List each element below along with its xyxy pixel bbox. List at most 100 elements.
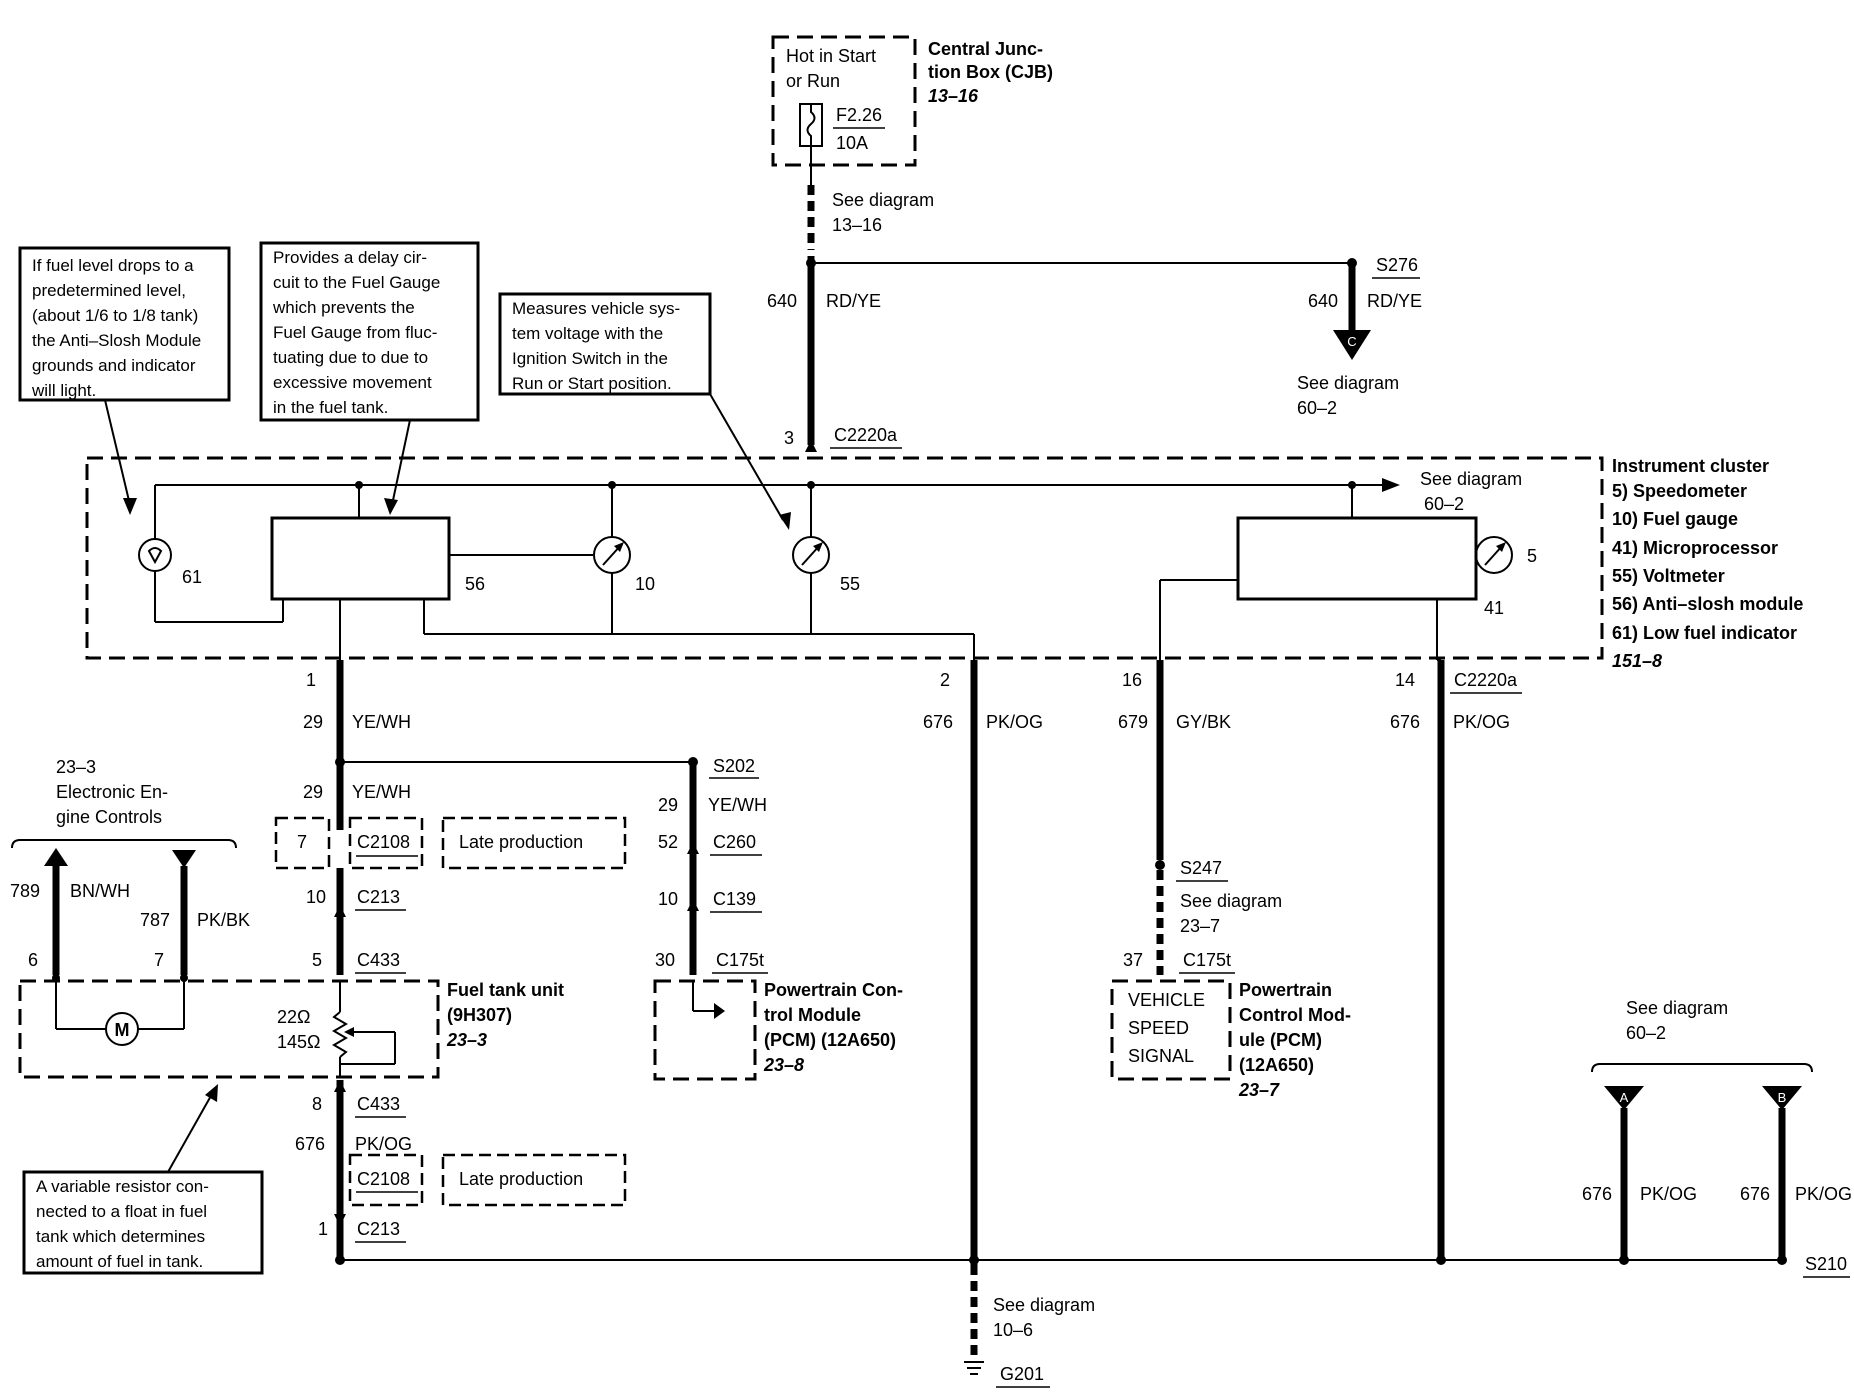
c175t-right: C175t <box>1183 950 1231 970</box>
svg-text:cuit to the Fuel Gauge: cuit to the Fuel Gauge <box>273 273 440 292</box>
num-41: 41 <box>1484 598 1504 618</box>
svg-text:amount of fuel in tank.: amount of fuel in tank. <box>36 1252 203 1271</box>
svg-text:Powertrain: Powertrain <box>1239 980 1332 1000</box>
anti-slosh-module <box>270 516 451 601</box>
svg-text:(about 1/6 to 1/8 tank): (about 1/6 to 1/8 tank) <box>32 306 198 325</box>
wire-29b-circuit: 29 <box>303 782 323 802</box>
eec-line2: Electronic En- <box>56 782 168 802</box>
pcm-module-right: VEHICLE SPEED SIGNAL Powertrain Control … <box>1110 979 1351 1100</box>
svg-text:ule (PCM): ule (PCM) <box>1239 1030 1322 1050</box>
wire-10: 10 <box>658 889 678 909</box>
svg-text:excessive movement: excessive movement <box>273 373 432 392</box>
svg-text:the Anti–Slosh Module: the Anti–Slosh Module <box>32 331 201 350</box>
eec-line3: gine Controls <box>56 807 162 827</box>
fuel-tank-ref: 23–3 <box>446 1030 487 1050</box>
c2220a-top-pin: 3 <box>784 428 794 448</box>
wire-52: 52 <box>658 832 678 852</box>
wire-676-left-circuit: 676 <box>295 1134 325 1154</box>
svg-text:tem voltage with the: tem voltage with the <box>512 324 663 343</box>
wire-29b-color: YE/WH <box>352 782 411 802</box>
c2220a-bottom-label: C2220a <box>1454 670 1518 690</box>
s247-see-line1: See diagram <box>1180 891 1282 911</box>
svg-text:Ignition Switch in the: Ignition Switch in the <box>512 349 668 368</box>
svg-text:Provides a delay cir-: Provides a delay cir- <box>273 248 427 267</box>
svg-text:tank which determines: tank which determines <box>36 1227 205 1246</box>
svg-text:SPEED: SPEED <box>1128 1018 1189 1038</box>
late-production-lower: Late production <box>459 1169 583 1189</box>
ground-see-line2: 10–6 <box>993 1320 1033 1340</box>
c213-bot: C213 <box>357 1219 400 1239</box>
svg-text:(12A650): (12A650) <box>1239 1055 1314 1075</box>
wire-29-pcm-color: YE/WH <box>708 795 767 815</box>
connector-a <box>1604 1086 1644 1110</box>
fuse-id: F2.26 <box>836 105 882 125</box>
connector-c-letter: C <box>1347 334 1356 349</box>
low-fuel-indicator-icon <box>138 538 172 572</box>
s202-label: S202 <box>713 756 755 776</box>
svg-text:23–8: 23–8 <box>763 1055 804 1075</box>
svg-text:Powertrain Con-: Powertrain Con- <box>764 980 903 1000</box>
wire-640-color: RD/YE <box>826 291 881 311</box>
fuel-pin-6: 6 <box>28 950 38 970</box>
svg-text:Fuel Gauge from fluc-: Fuel Gauge from fluc- <box>273 323 437 342</box>
fuse-rating: 10A <box>836 133 868 153</box>
s276-see-line1: See diagram <box>1297 373 1399 393</box>
num-55: 55 <box>840 574 860 594</box>
wire-29-circuit: 29 <box>303 712 323 732</box>
svg-text:tuating due to due to: tuating due to due to <box>273 348 428 367</box>
s276-label: S276 <box>1376 255 1418 275</box>
note-voltmeter: Measures vehicle sys- tem voltage with t… <box>498 292 712 396</box>
note-delay-circuit: Provides a delay cir- cuit to the Fuel G… <box>259 241 480 422</box>
svg-text:VEHICLE: VEHICLE <box>1128 990 1205 1010</box>
right-see-line2: 60–2 <box>1626 1023 1666 1043</box>
wire-789-color: BN/WH <box>70 881 130 901</box>
s276-wire-circuit: 640 <box>1308 291 1338 311</box>
s276-see-line2: 60–2 <box>1297 398 1337 418</box>
svg-text:151–8: 151–8 <box>1612 651 1662 671</box>
svg-text:If fuel level drops to a: If fuel level drops to a <box>32 256 194 275</box>
cjb-hot-line1: Hot in Start <box>786 46 876 66</box>
c213-top: C213 <box>357 887 400 907</box>
resistor-145: 145Ω <box>277 1032 321 1052</box>
pin-2: 2 <box>940 670 950 690</box>
g201-label: G201 <box>1000 1364 1044 1384</box>
fuel-tank-title-1: Fuel tank unit <box>447 980 564 1000</box>
wire-679-circuit: 679 <box>1118 712 1148 732</box>
c213-pin-top: 10 <box>306 887 326 907</box>
svg-text:trol Module: trol Module <box>764 1005 861 1025</box>
wire-37: 37 <box>1123 950 1143 970</box>
pin-16: 16 <box>1122 670 1142 690</box>
s276-wire-color: RD/YE <box>1367 291 1422 311</box>
svg-text:Measures vehicle sys-: Measures vehicle sys- <box>512 299 680 318</box>
wire-676-a-circuit: 676 <box>1582 1184 1612 1204</box>
note-low-fuel: If fuel level drops to a predetermined l… <box>18 246 231 402</box>
wire-676-right-color: PK/OG <box>1453 712 1510 732</box>
s247-see-line2: 23–7 <box>1180 916 1220 936</box>
c2108-pin: 7 <box>297 832 307 852</box>
s247-label: S247 <box>1180 858 1222 878</box>
svg-text:in the fuel tank.: in the fuel tank. <box>273 398 388 417</box>
svg-text:61) Low fuel indicator: 61) Low fuel indicator <box>1612 623 1797 643</box>
c213-pin-bot: 1 <box>318 1219 328 1239</box>
wire-676-center-circuit: 676 <box>923 712 953 732</box>
svg-text:A variable resistor con-: A variable resistor con- <box>36 1177 209 1196</box>
pin-14: 14 <box>1395 670 1415 690</box>
fuel-tank-title-2: (9H307) <box>447 1005 512 1025</box>
c433-bot: C433 <box>357 1094 400 1114</box>
fuel-pin-7: 7 <box>154 950 164 970</box>
svg-text:which prevents the: which prevents the <box>272 298 415 317</box>
late-production-upper: Late production <box>459 832 583 852</box>
svg-text:predetermined level,: predetermined level, <box>32 281 186 300</box>
cjb-title-line2: tion Box (CJB) <box>928 62 1053 82</box>
svg-text:41) Microprocessor: 41) Microprocessor <box>1612 538 1778 558</box>
num-61: 61 <box>182 567 202 587</box>
wire-30: 30 <box>655 950 675 970</box>
instrument-cluster: See diagram 60–2 61 56 10 55 <box>85 456 1604 660</box>
wire-676-left-color: PK/OG <box>355 1134 412 1154</box>
motor-letter: M <box>115 1020 130 1040</box>
variable-resistor-icon <box>332 1011 348 1058</box>
c2220a-top-label: C2220a <box>834 425 898 445</box>
num-10: 10 <box>635 574 655 594</box>
see-13-16-line1: See diagram <box>832 190 934 210</box>
